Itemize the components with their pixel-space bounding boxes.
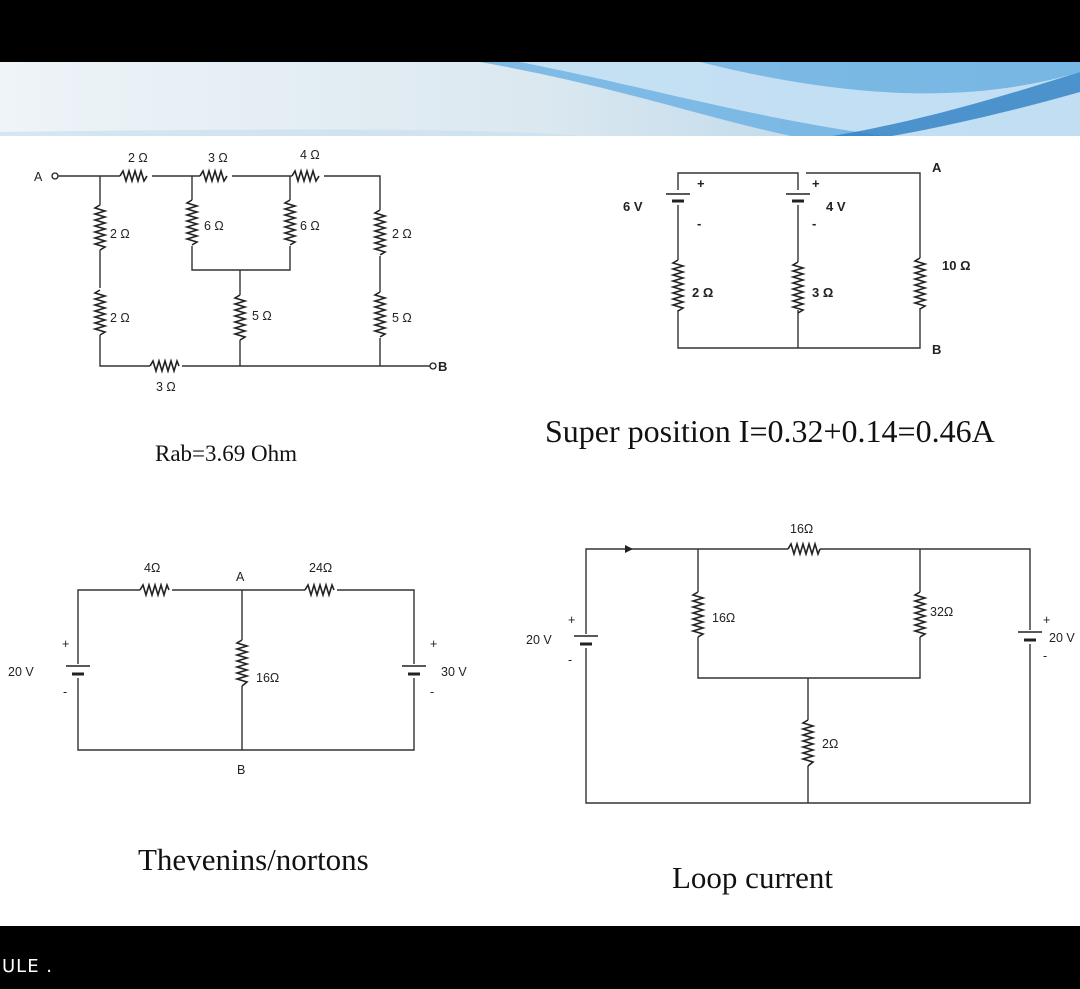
top-black-bar xyxy=(0,0,1080,62)
c3-node-a-label: A xyxy=(236,570,245,584)
c4-plus1: + xyxy=(568,613,575,627)
c1-r-top3-label: 4 Ω xyxy=(300,148,320,162)
c3-minus1: - xyxy=(63,685,67,699)
c1-r-mid1-label: 6 Ω xyxy=(204,219,224,233)
c1-r-left1-label: 2 Ω xyxy=(110,227,130,241)
circuit-superposition: + - 6 V + - 4 V 2 Ω 3 Ω 10 Ω A B xyxy=(623,160,971,357)
c4-r-left-label: 16Ω xyxy=(712,611,735,625)
c2-plus1: + xyxy=(697,176,705,191)
c1-node-b-label: B xyxy=(438,359,447,374)
c2-v1-label: 6 V xyxy=(623,199,643,214)
bottom-black-bar xyxy=(0,926,1080,989)
c3-plus1: + xyxy=(62,637,69,651)
c3-plus2: + xyxy=(430,637,437,651)
c3-r3-label: 16Ω xyxy=(256,671,279,685)
c1-r-right2-label: 5 Ω xyxy=(392,311,412,325)
c4-minus1: - xyxy=(568,653,572,667)
caption-thevenin: Thevenins/nortons xyxy=(138,842,369,877)
c2-minus2: - xyxy=(812,216,816,231)
c4-plus2: + xyxy=(1043,613,1050,627)
c1-r-top1-label: 2 Ω xyxy=(128,151,148,165)
c3-minus2: - xyxy=(430,685,434,699)
c4-r-bottom-label: 2Ω xyxy=(822,737,838,751)
c1-r-bottom-label: 3 Ω xyxy=(156,380,176,394)
c2-r2-label: 3 Ω xyxy=(812,285,833,300)
c1-r-top2-label: 3 Ω xyxy=(208,151,228,165)
c4-minus2: - xyxy=(1043,649,1047,663)
c3-r2-label: 24Ω xyxy=(309,561,332,575)
c4-v2-label: 20 V xyxy=(1049,631,1075,645)
c2-node-a-label: A xyxy=(932,160,942,175)
caption-superposition: Super position I=0.32+0.14=0.46A xyxy=(545,413,995,449)
c2-r3-label: 10 Ω xyxy=(942,258,971,273)
circuit-diagrams: A 2 Ω 3 Ω 4 Ω 2 Ω 2 Ω 3 Ω xyxy=(8,148,1075,804)
caption-loop-current: Loop current xyxy=(672,860,833,895)
c1-node-a-label: A xyxy=(34,170,43,184)
c2-plus2: + xyxy=(812,176,820,191)
c4-r-right-label: 32Ω xyxy=(930,605,953,619)
c1-r-mid3-label: 5 Ω xyxy=(252,309,272,323)
c3-r1-label: 4Ω xyxy=(144,561,160,575)
circuit-loop-current: 16Ω 16Ω 32Ω 2Ω + - 20 V + - 20 V xyxy=(526,522,1075,804)
c1-r-left2-label: 2 Ω xyxy=(110,311,130,325)
c2-v2-label: 4 V xyxy=(826,199,846,214)
c4-r-top-label: 16Ω xyxy=(790,522,813,536)
footer-text: ULE . xyxy=(2,956,54,977)
slide-content: A 2 Ω 3 Ω 4 Ω 2 Ω 2 Ω 3 Ω xyxy=(0,136,1080,926)
caption-resistance: Rab=3.69 Ohm xyxy=(155,441,298,466)
c4-v1-label: 20 V xyxy=(526,633,552,647)
c3-v2-label: 30 V xyxy=(441,665,467,679)
c2-node-b-label: B xyxy=(932,342,941,357)
c1-r-right1-label: 2 Ω xyxy=(392,227,412,241)
c3-v1-label: 20 V xyxy=(8,665,34,679)
circuit-thevenin: 4Ω 24Ω 16Ω A B + - 20 V + - 30 V xyxy=(8,561,467,777)
c2-r1-label: 2 Ω xyxy=(692,285,713,300)
circuit-resistance-network: A 2 Ω 3 Ω 4 Ω 2 Ω 2 Ω 3 Ω xyxy=(34,148,447,394)
c2-minus1: - xyxy=(697,216,701,231)
c1-r-mid2-label: 6 Ω xyxy=(300,219,320,233)
decorative-banner xyxy=(0,62,1080,138)
c3-node-b-label: B xyxy=(237,763,245,777)
